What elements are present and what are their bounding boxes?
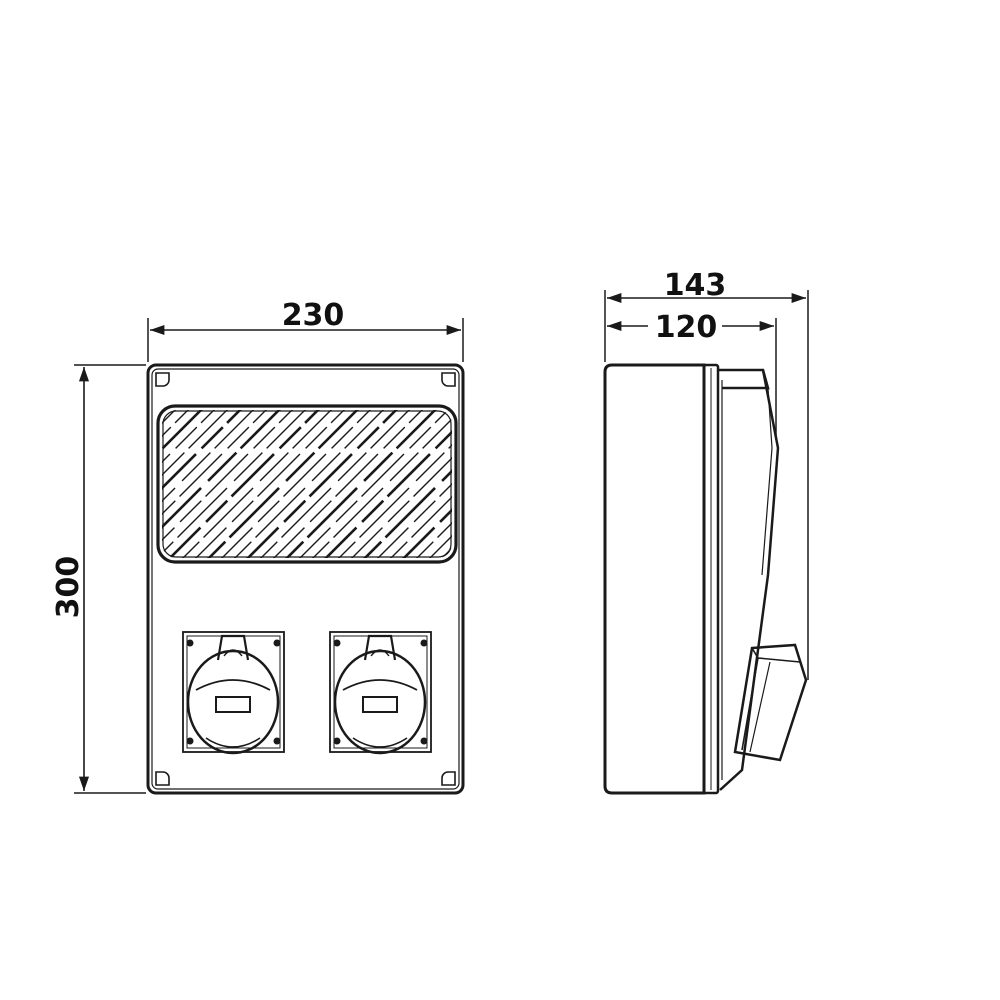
screw-icon (186, 737, 194, 745)
hatch-line (404, 410, 452, 558)
hatch-line (352, 410, 452, 558)
side-view: 143 120 (603, 268, 809, 795)
socket-label-window (215, 696, 251, 713)
dimension-front-width: 230 (147, 298, 464, 362)
window-hatching (0, 400, 679, 570)
hatch-line (183, 410, 355, 558)
hatch-line (162, 410, 199, 558)
hatch-line (417, 410, 452, 558)
hatch-line (326, 410, 452, 558)
transparent-window (0, 400, 679, 570)
hatch-line (162, 410, 303, 558)
hatch-line (162, 410, 329, 558)
hatch-line (470, 400, 640, 570)
dimension-label-height: 300 (51, 556, 86, 619)
hatch-line (509, 400, 679, 570)
socket-lid (333, 649, 427, 755)
hatch-line (162, 410, 277, 558)
screw-bottom-right (441, 771, 456, 786)
hatch-line (496, 400, 666, 570)
hatch-line (162, 410, 264, 558)
hatch-line (300, 410, 452, 558)
side-body (603, 363, 706, 795)
hatch-line (274, 410, 446, 558)
side-lid-flange (702, 363, 720, 795)
hatch-line (209, 410, 381, 558)
dimension-label-total-depth: 143 (664, 268, 727, 303)
screw-icon (420, 737, 428, 745)
hatch-line (261, 410, 433, 558)
hatch-line (162, 410, 238, 558)
front-view: 230 300 (0, 298, 679, 795)
hatch-line (339, 410, 452, 558)
hatch-line (365, 410, 452, 558)
screw-icon (420, 639, 428, 647)
enclosure-front-outline (146, 363, 465, 795)
socket-right (329, 631, 432, 755)
screw-bottom-left (155, 771, 170, 786)
hatch-line (313, 410, 452, 558)
dimension-label-width: 230 (282, 298, 345, 333)
hatch-line (391, 410, 452, 558)
hatch-line (0, 400, 133, 570)
socket-left (182, 631, 285, 755)
dimension-side-body: 120 (607, 310, 777, 440)
hatch-line (196, 410, 368, 558)
screw-icon (333, 737, 341, 745)
hatch-line (162, 410, 225, 558)
socket-lid (186, 649, 280, 755)
screw-top-right (441, 372, 456, 387)
hatch-line (0, 400, 146, 570)
hatch-line (0, 400, 120, 570)
screw-top-left (155, 372, 170, 387)
socket-label-window (362, 696, 398, 713)
hatch-line (162, 410, 251, 558)
hatch-line (162, 410, 290, 558)
enclosure-front-inner-edge (151, 368, 460, 790)
socket-hinge (216, 634, 250, 661)
hatch-line (170, 410, 342, 558)
hatch-line (0, 400, 159, 570)
dimension-side-total: 143 (604, 268, 809, 680)
screw-icon (186, 639, 194, 647)
side-front-slope (719, 369, 780, 791)
hatch-line (222, 410, 394, 558)
dimension-front-height: 300 (51, 364, 146, 794)
hatch-line (162, 410, 212, 558)
hatch-line (235, 410, 407, 558)
dimension-label-body-depth: 120 (655, 310, 718, 345)
screw-icon (273, 639, 281, 647)
screw-icon (333, 639, 341, 647)
hatch-line (483, 400, 653, 570)
socket-hinge (363, 634, 397, 661)
hatch-line (162, 410, 316, 558)
corner-screws (155, 372, 456, 786)
hatch-line (287, 410, 452, 558)
screw-icon (273, 737, 281, 745)
side-socket-housing (733, 643, 808, 762)
hatch-line (443, 410, 452, 558)
hatch-line (457, 400, 627, 570)
hatch-line (248, 410, 420, 558)
side-window-profile (718, 368, 770, 390)
